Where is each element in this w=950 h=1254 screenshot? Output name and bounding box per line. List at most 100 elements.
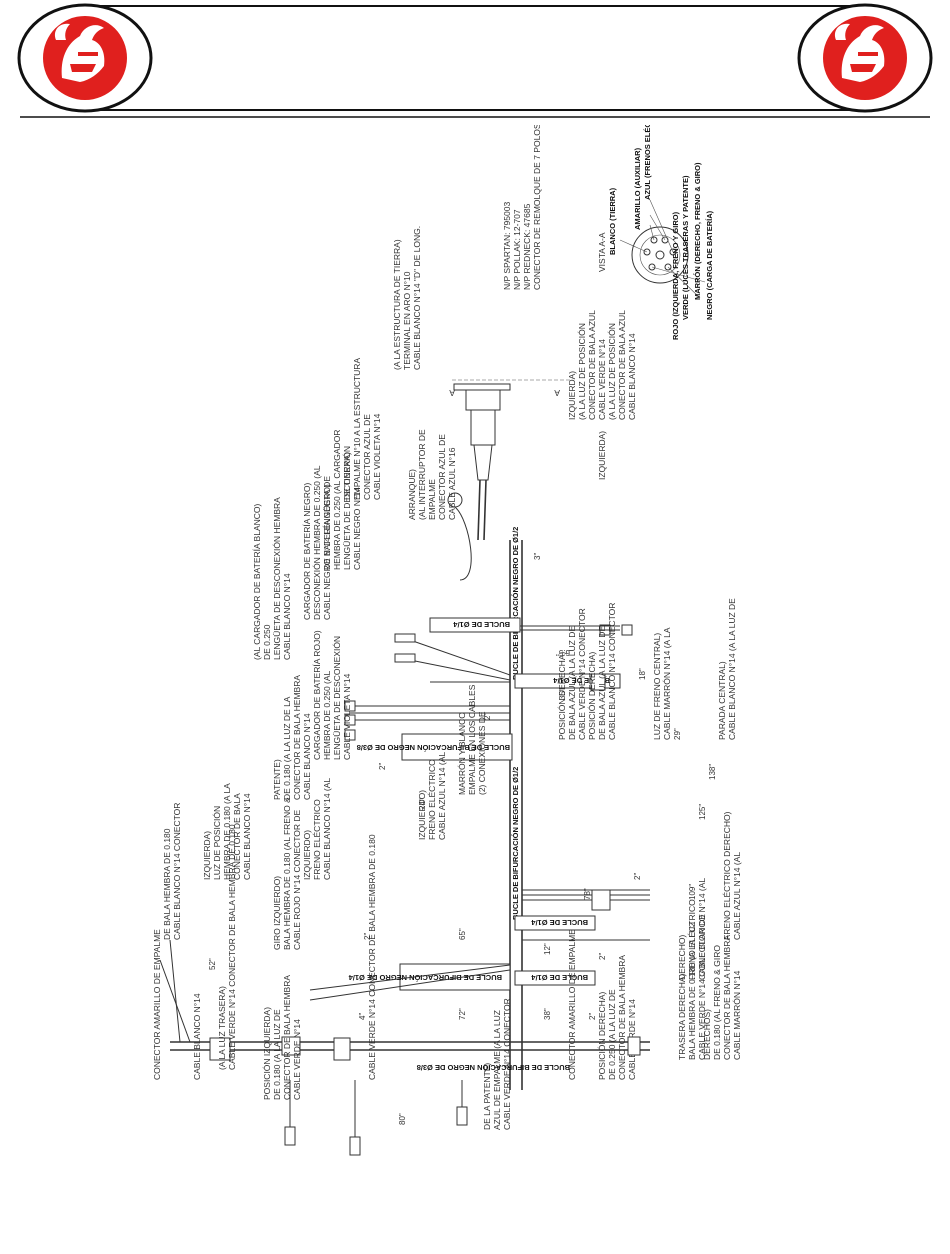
svg-text:24": 24" bbox=[418, 798, 427, 810]
battery-connectors: 35" bbox=[344, 633, 567, 741]
svg-text:(A LA LUZ DE POSICIÓN: (A LA LUZ DE POSICIÓN bbox=[607, 323, 617, 420]
svg-text:CABLE MARRÓN N°14: CABLE MARRÓN N°14 bbox=[732, 970, 742, 1060]
bucle-label: BUCLE DE BIFURCACIÓN NEGRO DE Ø3/8 bbox=[417, 1063, 570, 1072]
svg-text:EMPALME EN LOS CABLES: EMPALME EN LOS CABLES bbox=[467, 684, 477, 795]
svg-text:CABLE VERDE N°14: CABLE VERDE N°14 bbox=[292, 1019, 302, 1100]
trailer-connector: A A CONECTOR DE REMOLQUE DE 7 POLOS N/P … bbox=[392, 125, 570, 581]
bucle-label: BUCLE DE BIFURCACIÓN NEGRO DE Ø1/2 bbox=[511, 527, 520, 680]
labels-right-middle: CABLE BLANCO N°14 CONECTOR DE BALA AZUL … bbox=[557, 598, 737, 900]
svg-text:CABLE AZUL N°14 (AL: CABLE AZUL N°14 (AL bbox=[437, 752, 447, 840]
branch-bif-38-lower: BUCLE DE BIFURCACIÓN NEGRO DE Ø3/8 52" 4… bbox=[159, 939, 650, 1156]
svg-text:35": 35" bbox=[558, 688, 567, 700]
svg-text:CONECTOR DE BALA AZUL: CONECTOR DE BALA AZUL bbox=[617, 310, 627, 420]
svg-text:(A LA LUZ TRASERA): (A LA LUZ TRASERA) bbox=[217, 986, 227, 1070]
svg-text:DE TIERRA): DE TIERRA) bbox=[342, 452, 352, 500]
svg-text:CABLE MARRÓN N°14 (A LA: CABLE MARRÓN N°14 (A LA bbox=[662, 627, 672, 740]
wiring-diagram: VISTA A-A NEGRO (CARGA DE BATERÍA) MARRÓ… bbox=[152, 125, 742, 1156]
svg-text:CABLE VERDE N°14: CABLE VERDE N°14 bbox=[597, 339, 607, 420]
svg-text:POSICIÓN DERECHA): POSICIÓN DERECHA) bbox=[597, 992, 607, 1080]
svg-text:MARRÓN Y BLANCO: MARRÓN Y BLANCO bbox=[457, 712, 467, 795]
svg-text:CONECTOR AZUL DE: CONECTOR AZUL DE bbox=[437, 434, 447, 520]
svg-text:AZUL DE EMPALME (A LA LUZ: AZUL DE EMPALME (A LA LUZ bbox=[492, 1010, 502, 1130]
svg-text:DE BATERÍA NEGRO): DE BATERÍA NEGRO) bbox=[322, 484, 332, 570]
svg-text:DE 0.180 (A LA LUZ DE: DE 0.180 (A LA LUZ DE bbox=[272, 1009, 282, 1100]
pin-label: ROJO (IZQUIERDA, FRENO Y GIRO) bbox=[671, 211, 680, 340]
svg-text:29": 29" bbox=[673, 728, 682, 740]
svg-text:CABLE NEGRO N°14: CABLE NEGRO N°14 bbox=[352, 487, 362, 570]
svg-text:DERECHOS): DERECHOS) bbox=[702, 1009, 712, 1060]
svg-text:IZQUIERDA): IZQUIERDA) bbox=[567, 371, 577, 420]
svg-text:CABLE NEGRO N°14 LENGÜETA DE: CABLE NEGRO N°14 LENGÜETA DE bbox=[322, 476, 332, 620]
svg-text:6.5": 6.5" bbox=[556, 648, 570, 657]
svg-text:CONECTOR AMARILLO DE EMPALME: CONECTOR AMARILLO DE EMPALME bbox=[152, 929, 162, 1080]
labels-left-upper: CABLE AZUL N°16 CONECTOR AZUL DE EMPALME… bbox=[252, 358, 457, 660]
svg-text:CONECTOR DE BALA HEMBRA: CONECTOR DE BALA HEMBRA bbox=[292, 675, 302, 800]
svg-text:BALA HEMBRA DE 0.180 (AL FRENO: BALA HEMBRA DE 0.180 (AL FRENO & bbox=[282, 797, 292, 950]
svg-text:DE 0.180 (A LA LUZ DE LA: DE 0.180 (A LA LUZ DE LA bbox=[282, 696, 292, 800]
svg-text:72": 72" bbox=[458, 1008, 467, 1020]
bucle-label: BUCLE DE Ø1/4 bbox=[452, 620, 510, 629]
svg-text:CONECTOR AMARILLO DE EMPALME: CONECTOR AMARILLO DE EMPALME bbox=[567, 929, 577, 1080]
branch-lower: 2" BUCLE DE Ø1/4 12" 65" 2" BUCLE DE BIF… bbox=[309, 873, 650, 1001]
svg-text:109": 109" bbox=[688, 884, 697, 900]
svg-text:CABLE BLANCO N°14 (A LA LUZ DE: CABLE BLANCO N°14 (A LA LUZ DE bbox=[727, 598, 737, 740]
view-a-a: VISTA A-A NEGRO (CARGA DE BATERÍA) MARRÓ… bbox=[597, 125, 714, 340]
svg-text:(A LA ESTRUCTURA DE TIERRA): (A LA ESTRUCTURA DE TIERRA) bbox=[392, 239, 402, 370]
svg-text:DERECHO): DERECHO) bbox=[677, 934, 687, 980]
svg-text:CABLE VERDE N°14 CONECTOR: CABLE VERDE N°14 CONECTOR bbox=[577, 608, 587, 740]
connector-note: CONECTOR DE REMOLQUE DE 7 POLOS N/P REDN… bbox=[502, 125, 542, 290]
logo-left bbox=[17, 3, 153, 113]
svg-text:LENGÜETA DE DESCONEXIÓN: LENGÜETA DE DESCONEXIÓN bbox=[332, 636, 342, 760]
svg-text:CABLE BLANCO N°14 CONECTOR: CABLE BLANCO N°14 CONECTOR bbox=[607, 603, 617, 740]
svg-text:FRENO ELÉCTRICO DERECHO): FRENO ELÉCTRICO DERECHO) bbox=[722, 811, 732, 940]
svg-text:TRASERA DERECHA): TRASERA DERECHA) bbox=[677, 973, 687, 1060]
bucle-label: BUCLE DE Ø1/4 bbox=[530, 973, 588, 982]
svg-text:CABLE VERDE N°14 CONECTOR DE: CABLE VERDE N°14 CONECTOR DE bbox=[697, 914, 707, 1060]
svg-text:CABLE BLANCO N°14: CABLE BLANCO N°14 bbox=[242, 793, 252, 880]
svg-text:2": 2" bbox=[483, 713, 492, 720]
logo-right bbox=[797, 3, 933, 113]
svg-text:DE BALA HEMBRA DE 0.180: DE BALA HEMBRA DE 0.180 bbox=[162, 828, 172, 940]
label-ring-terminal: CABLE BLANCO N°14 "D" DE LONG. TERMINAL … bbox=[392, 226, 422, 370]
svg-text:CABLE VERDE N°14 CONECTOR: CABLE VERDE N°14 CONECTOR bbox=[502, 998, 512, 1130]
svg-text:12": 12" bbox=[543, 943, 552, 955]
svg-text:LUZ DE FRENO CENTRAL): LUZ DE FRENO CENTRAL) bbox=[652, 633, 662, 740]
svg-text:CONECTOR DE BALA HEMBRA: CONECTOR DE BALA HEMBRA bbox=[722, 935, 732, 1060]
bucle-label: BUCLE DE BIFURCACIÓN NEGRO DE Ø1/2 bbox=[511, 767, 520, 920]
svg-text:(2) CONEXIONES DE: (2) CONEXIONES DE bbox=[477, 711, 487, 795]
svg-text:CONECTOR DE REMOLQUE DE 7 POLO: CONECTOR DE REMOLQUE DE 7 POLOS bbox=[532, 125, 542, 290]
svg-text:CABLE BLANCO N°14 CONECTOR: CABLE BLANCO N°14 CONECTOR bbox=[172, 803, 182, 940]
svg-text:FRENO ELÉCTRICO: FRENO ELÉCTRICO bbox=[427, 759, 437, 840]
svg-text:4": 4" bbox=[358, 1013, 367, 1020]
svg-text:38": 38" bbox=[543, 1008, 552, 1020]
svg-text:N/P SPARTAN: 795003: N/P SPARTAN: 795003 bbox=[502, 202, 512, 290]
labels-top-right: CABLE VERDE N°14 CONECTOR DE BALA AZUL (… bbox=[567, 310, 637, 480]
svg-text:N/P REDNECK: 47685: N/P REDNECK: 47685 bbox=[522, 203, 532, 290]
svg-text:PATENTE): PATENTE) bbox=[272, 759, 282, 800]
header-band bbox=[17, 3, 933, 118]
svg-text:GIRO IZQUIERDO): GIRO IZQUIERDO) bbox=[272, 876, 282, 950]
svg-text:POSICIÓN IZQUIERDA): POSICIÓN IZQUIERDA) bbox=[262, 1007, 272, 1100]
svg-text:CABLE BLANCO N°14: CABLE BLANCO N°14 bbox=[627, 333, 637, 420]
svg-text:2": 2" bbox=[378, 763, 387, 770]
svg-text:2": 2" bbox=[363, 933, 372, 940]
svg-text:HEMBRA DE 0.250 (AL: HEMBRA DE 0.250 (AL bbox=[322, 670, 332, 760]
svg-text:TERMINAL EN ARO N°10: TERMINAL EN ARO N°10 bbox=[402, 271, 412, 370]
bucle-label: BUCLE DE Ø1/4 bbox=[530, 918, 588, 927]
pin-label: NEGRO (CARGA DE BATERÍA) bbox=[705, 210, 714, 320]
bucle-label: BUCLE DE BIFURCACIÓN NEGRO DE Ø1/4 bbox=[348, 973, 502, 982]
svg-text:LENGÜETA DE DESCONEXIÓN: LENGÜETA DE DESCONEXIÓN bbox=[342, 446, 352, 570]
svg-text:CONECTOR DE BALA HEMBRA: CONECTOR DE BALA HEMBRA bbox=[617, 955, 627, 1080]
svg-text:CABLE BLANCO N°14 "D" DE LONG.: CABLE BLANCO N°14 "D" DE LONG. bbox=[412, 226, 422, 370]
svg-text:BALA HEMBRA DE 0.180 (A LA LUZ: BALA HEMBRA DE 0.180 (A LA LUZ bbox=[687, 922, 697, 1060]
branch-b: BUCLE DE Ø1/4 2" bbox=[430, 673, 621, 720]
svg-text:80": 80" bbox=[398, 1113, 407, 1125]
svg-text:78": 78" bbox=[583, 888, 592, 900]
svg-text:(AL INTERRUPTOR DE: (AL INTERRUPTOR DE bbox=[417, 429, 427, 520]
svg-text:HEMBRA DE 0.180 (A LA: HEMBRA DE 0.180 (A LA bbox=[222, 783, 232, 880]
svg-text:DE BALA AZUL (A LA LUZ DE: DE BALA AZUL (A LA LUZ DE bbox=[597, 626, 607, 740]
svg-text:2": 2" bbox=[633, 873, 642, 880]
labels-right-lower: CABLE AZUL N°14 (AL FRENO ELÉCTRICO DERE… bbox=[482, 811, 742, 1130]
svg-text:CARGADOR DE BATERÍA NEGRO): CARGADOR DE BATERÍA NEGRO) bbox=[302, 483, 312, 620]
section-marker: A bbox=[554, 388, 560, 398]
